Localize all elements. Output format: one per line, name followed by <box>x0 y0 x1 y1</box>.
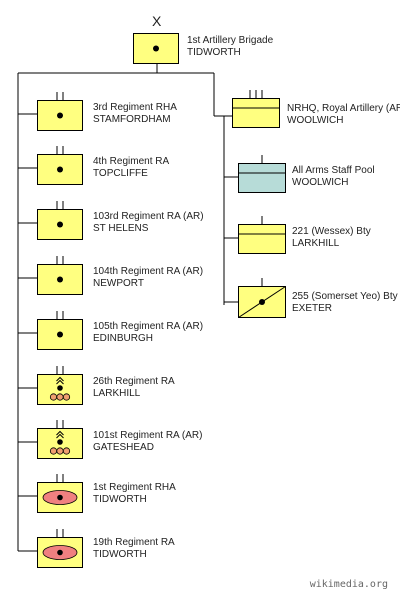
diagonal-artillery-symbol <box>238 278 286 318</box>
unit-name: 255 (Somerset Yeo) Bty <box>292 291 398 302</box>
unit-label: 3rd Regiment RHA STAMFORDHAM <box>93 102 177 126</box>
brigade-symbol <box>133 33 179 64</box>
artillery-regiment-symbol <box>37 311 83 350</box>
unit-name: 3rd Regiment RHA <box>93 102 177 113</box>
unit-name: 101st Regiment RA (AR) <box>93 430 203 441</box>
unit-label: 26th Regiment RA LARKHILL <box>93 376 175 400</box>
headquarters-symbol <box>232 90 280 128</box>
unit-label: 19th Regiment RA TIDWORTH <box>93 537 175 561</box>
armoured-artillery-symbol <box>37 529 83 568</box>
unit-name: NRHQ, Royal Artillery (AR) <box>287 103 400 114</box>
unit-location: TIDWORTH <box>93 549 147 560</box>
unit-location: WOOLWICH <box>292 177 349 188</box>
unit-name: 103rd Regiment RA (AR) <box>93 211 204 222</box>
unit-name: 1st Artillery Brigade <box>187 35 274 46</box>
unit-label: 1st Regiment RHA TIDWORTH <box>93 482 176 506</box>
unit-location: TIDWORTH <box>187 47 241 58</box>
unit-label: 103rd Regiment RA (AR) ST HELENS <box>93 211 204 235</box>
armoured-artillery-symbol <box>37 474 83 513</box>
unit-location: LARKHILL <box>93 388 141 399</box>
unit-name: 4th Regiment RA <box>93 156 170 167</box>
unit-location: LARKHILL <box>292 238 340 249</box>
self-propelled-artillery-symbol <box>37 420 83 459</box>
unit-label: NRHQ, Royal Artillery (AR) WOOLWICH <box>287 103 400 127</box>
unit-location: GATESHEAD <box>93 442 154 453</box>
unit-label: 221 (Wessex) Bty LARKHILL <box>292 226 371 250</box>
unit-name: 104th Regiment RA (AR) <box>93 266 204 277</box>
unit-location: TOPCLIFFE <box>93 168 148 179</box>
unit-label: 255 (Somerset Yeo) Bty EXETER <box>292 291 398 315</box>
source-credit: wikimedia.org <box>309 579 388 590</box>
self-propelled-artillery-symbol <box>37 366 83 405</box>
staff-pool-symbol <box>238 155 286 193</box>
unit-location: NEWPORT <box>93 278 144 289</box>
unit-name: 1st Regiment RHA <box>93 482 176 493</box>
unit-label: 4th Regiment RA TOPCLIFFE <box>93 156 169 180</box>
battery-symbol <box>238 216 286 254</box>
artillery-regiment-symbol <box>37 146 83 185</box>
unit-location: WOOLWICH <box>287 115 344 126</box>
unit-name: 19th Regiment RA <box>93 537 175 548</box>
artillery-regiment-symbol <box>37 201 83 240</box>
unit-location: TIDWORTH <box>93 494 147 505</box>
unit-location: ST HELENS <box>93 223 149 234</box>
unit-name: 105th Regiment RA (AR) <box>93 321 204 332</box>
unit-label: 101st Regiment RA (AR) GATESHEAD <box>93 430 203 454</box>
hq-label: 1st Artillery Brigade TIDWORTH <box>187 35 273 59</box>
unit-location: EXETER <box>292 303 333 314</box>
unit-name: 221 (Wessex) Bty <box>292 226 371 237</box>
unit-location: STAMFORDHAM <box>93 114 171 125</box>
unit-label: 104th Regiment RA (AR) NEWPORT <box>93 266 203 290</box>
unit-label: All Arms Staff Pool WOOLWICH <box>292 165 375 189</box>
echelon-marker: X <box>152 13 162 29</box>
unit-label: 105th Regiment RA (AR) EDINBURGH <box>93 321 203 345</box>
unit-name: All Arms Staff Pool <box>292 165 375 176</box>
artillery-regiment-symbol <box>37 256 83 295</box>
artillery-regiment-symbol <box>37 92 83 131</box>
unit-location: EDINBURGH <box>93 333 154 344</box>
unit-name: 26th Regiment RA <box>93 376 175 387</box>
